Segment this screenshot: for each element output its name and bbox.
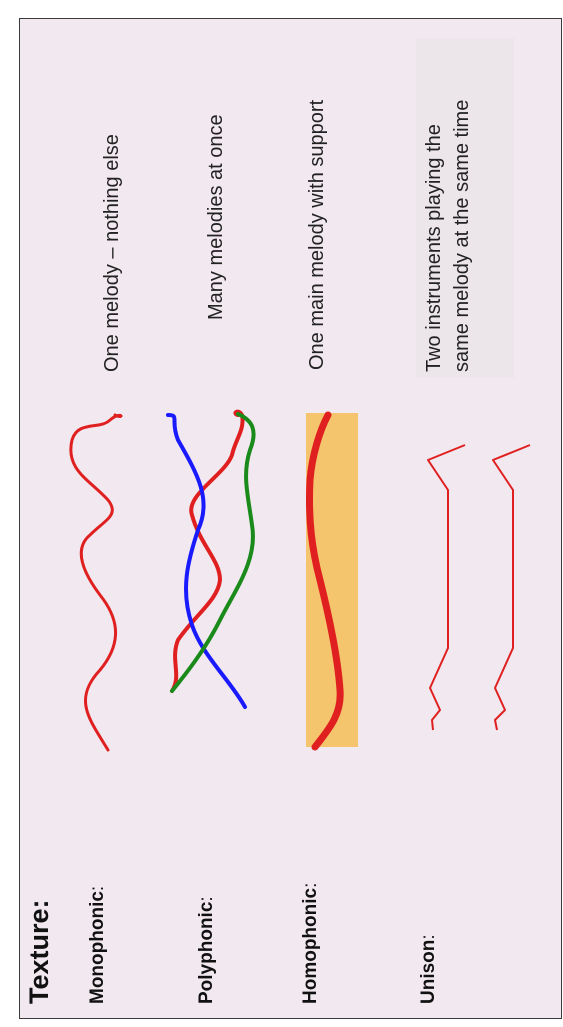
desc-polyphonic: Many melodies at once (202, 114, 230, 320)
rotated-content: Texture: Monophonic: Polyphonic: Homopho… (20, 19, 563, 1020)
desc-unison-line-1: Two instruments playing the (420, 124, 448, 372)
polyphonic-red-line (172, 412, 243, 691)
monophonic-melody-line (71, 415, 121, 750)
unison-melody-line-1 (428, 445, 465, 730)
desc-homophonic: One main melody with support (303, 100, 331, 370)
polyphonic-blue-line (168, 415, 245, 707)
desc-monophonic: One melody – nothing else (98, 134, 126, 372)
texture-card: Texture: Monophonic: Polyphonic: Homopho… (19, 18, 562, 1019)
unison-melody-line-2 (493, 445, 530, 730)
polyphonic-green-line (172, 414, 254, 691)
desc-unison-line-2: same melody at the same time (448, 100, 476, 372)
